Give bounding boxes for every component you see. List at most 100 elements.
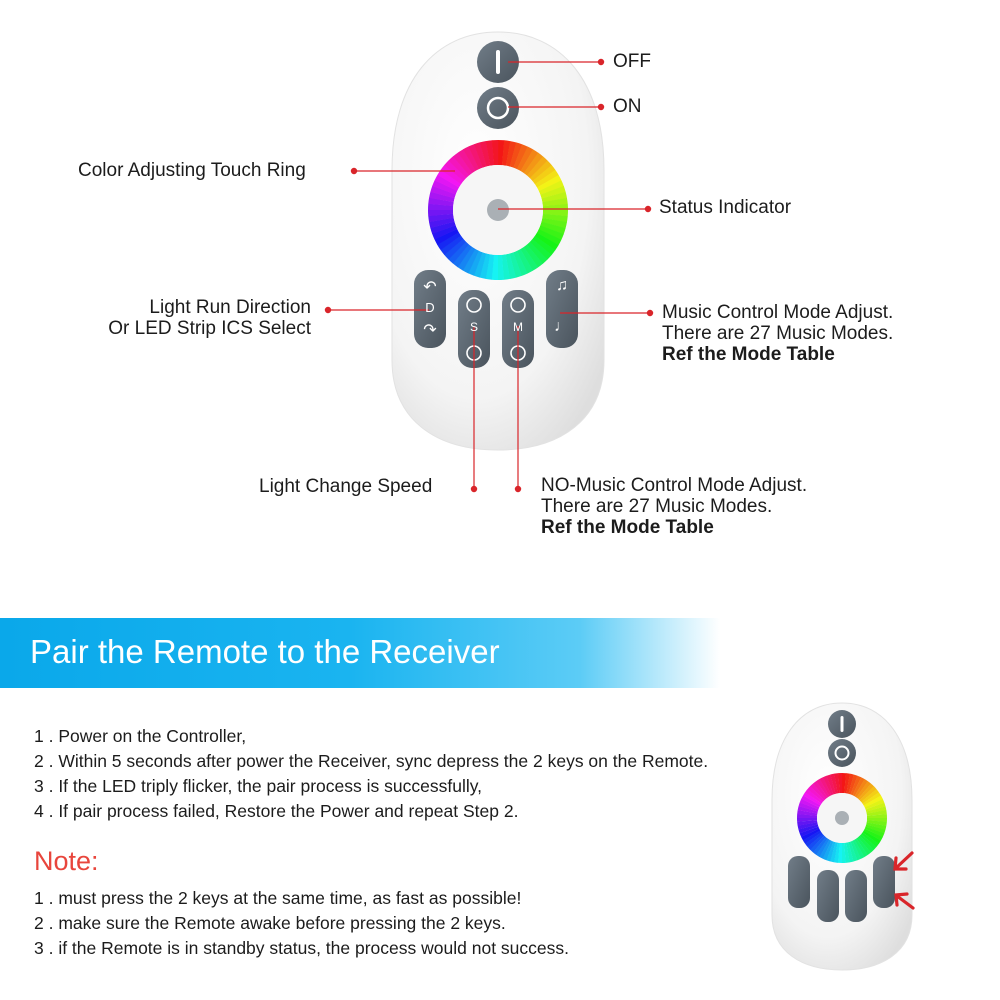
small-mode-key[interactable] [845,870,867,922]
color-ring-segment [813,781,828,799]
color-ring-segment [797,822,818,830]
color-ring-segment [822,775,834,796]
color-ring-segment [856,781,872,799]
on-label: ON [613,96,642,117]
color-ring-segment [505,141,517,167]
color-ring-segment [473,252,487,278]
note-item: 2 . make sure the Remote awake before pr… [34,913,506,933]
color-ring-segment [534,232,559,251]
color-ring-segment [819,777,832,797]
no-music-line2: There are 27 Music Modes. [541,496,773,517]
small-off-button[interactable] [828,710,856,738]
no-music-line3: Ref the Mode Table [541,517,714,538]
color-ring-segment [844,842,850,863]
color-ring-segment [520,246,539,271]
color-ring-segment [850,840,862,861]
color-ring-segment [444,160,467,182]
pairing-steps: 1 . Power on the Controller, 2 . Within … [34,724,708,824]
small-color-ring[interactable] [797,772,888,863]
color-ring-segment [457,246,476,271]
off-label: OFF [613,51,651,72]
color-ring-segment [498,140,505,166]
color-ring-segment [434,174,460,191]
color-ring-segment [866,810,887,816]
small-music-key[interactable] [873,856,895,908]
color-ring-segment [463,146,480,172]
color-ring-segment [509,252,522,278]
music-key-top-icon: ♫ [556,277,568,294]
small-run-direction-key[interactable] [788,856,810,908]
color-ring-segment [816,838,830,857]
small-on-button[interactable] [828,739,856,767]
color-ring-segment [540,221,566,235]
color-ring-segment [834,773,840,794]
color-ring-segment [529,160,552,182]
color-ring-segment [866,820,887,827]
color-ring-segment [428,203,454,210]
status-indicator-label: Status Indicator [659,197,792,218]
color-ring-segment [479,141,491,167]
color-ring-segment [802,830,822,844]
color-ring-segment [803,792,822,806]
color-ring-segment [858,783,874,801]
music-mode-line2: There are 27 Music Modes. [662,323,894,344]
color-ring-segment [863,828,883,841]
color-ring-segment [866,806,887,814]
color-ring-segment [844,773,851,794]
color-ring-segment [513,250,528,276]
color-ring-segment [541,191,567,203]
color-ring-segment [509,142,523,168]
color-ring-segment [534,169,559,188]
color-ring-segment [453,152,473,176]
color-ring-segment [440,164,464,185]
color-ring-segment [429,217,455,229]
color-ring-segment [491,254,498,280]
off-button[interactable] [477,41,519,83]
color-ring-segment [852,839,865,859]
color-ring-segment [430,185,456,199]
color-ring-segment [532,235,556,256]
section-banner: Pair the Remote to the Receiver [0,618,1000,688]
no-music-line1: NO-Music Control Mode Adjust. [541,475,808,496]
note-item: 1 . must press the 2 keys at the same ti… [34,888,522,908]
color-ring-segment [523,244,543,268]
color-ring-segment [797,817,818,822]
music-mode-label: Music Control Mode Adjust. There are 27 … [662,302,893,365]
color-ring-segment [854,838,868,858]
color-ring-segment [542,197,568,207]
small-status-indicator [835,811,849,825]
color-ring-segment [861,789,879,804]
color-ring-segment [850,775,862,796]
color-ring-segment [468,250,483,276]
color-ring-segment [485,254,495,280]
run-direction-key[interactable] [414,270,446,348]
color-ring-segment [536,175,562,192]
on-button[interactable] [477,87,519,129]
small-speed-key[interactable] [817,870,839,922]
music-mode-key[interactable] [546,270,578,348]
music-mode-line3: Ref the Mode Table [662,344,835,365]
status-indicator-light [487,199,509,221]
color-ring-segment [854,779,868,798]
color-ring-segment [428,213,454,223]
color-touch-ring[interactable] [428,140,568,281]
note-item: 3 . if the Remote is in standby status, … [34,938,569,958]
color-ring-segment [536,229,562,246]
color-ring-segment [428,197,454,207]
step-item: 1 . Power on the Controller, [34,726,247,746]
s-key-label: S [469,320,478,334]
color-ring-segment [538,180,564,195]
color-ring-segment [837,842,842,863]
d-key-label: D [425,300,435,315]
color-ring-segment [848,774,858,795]
color-ring-segment [505,253,517,279]
color-ring-segment [805,832,823,847]
color-ring-segment [859,786,877,803]
color-ring-segment [501,140,511,166]
color-ring-segment [452,244,473,268]
color-ring-segment [830,842,838,863]
color-ring-segment [807,786,825,802]
no-music-mode-label: NO-Music Control Mode Adjust. There are … [541,475,807,538]
color-ring-segment [801,795,821,808]
color-ring-segment [862,830,881,844]
